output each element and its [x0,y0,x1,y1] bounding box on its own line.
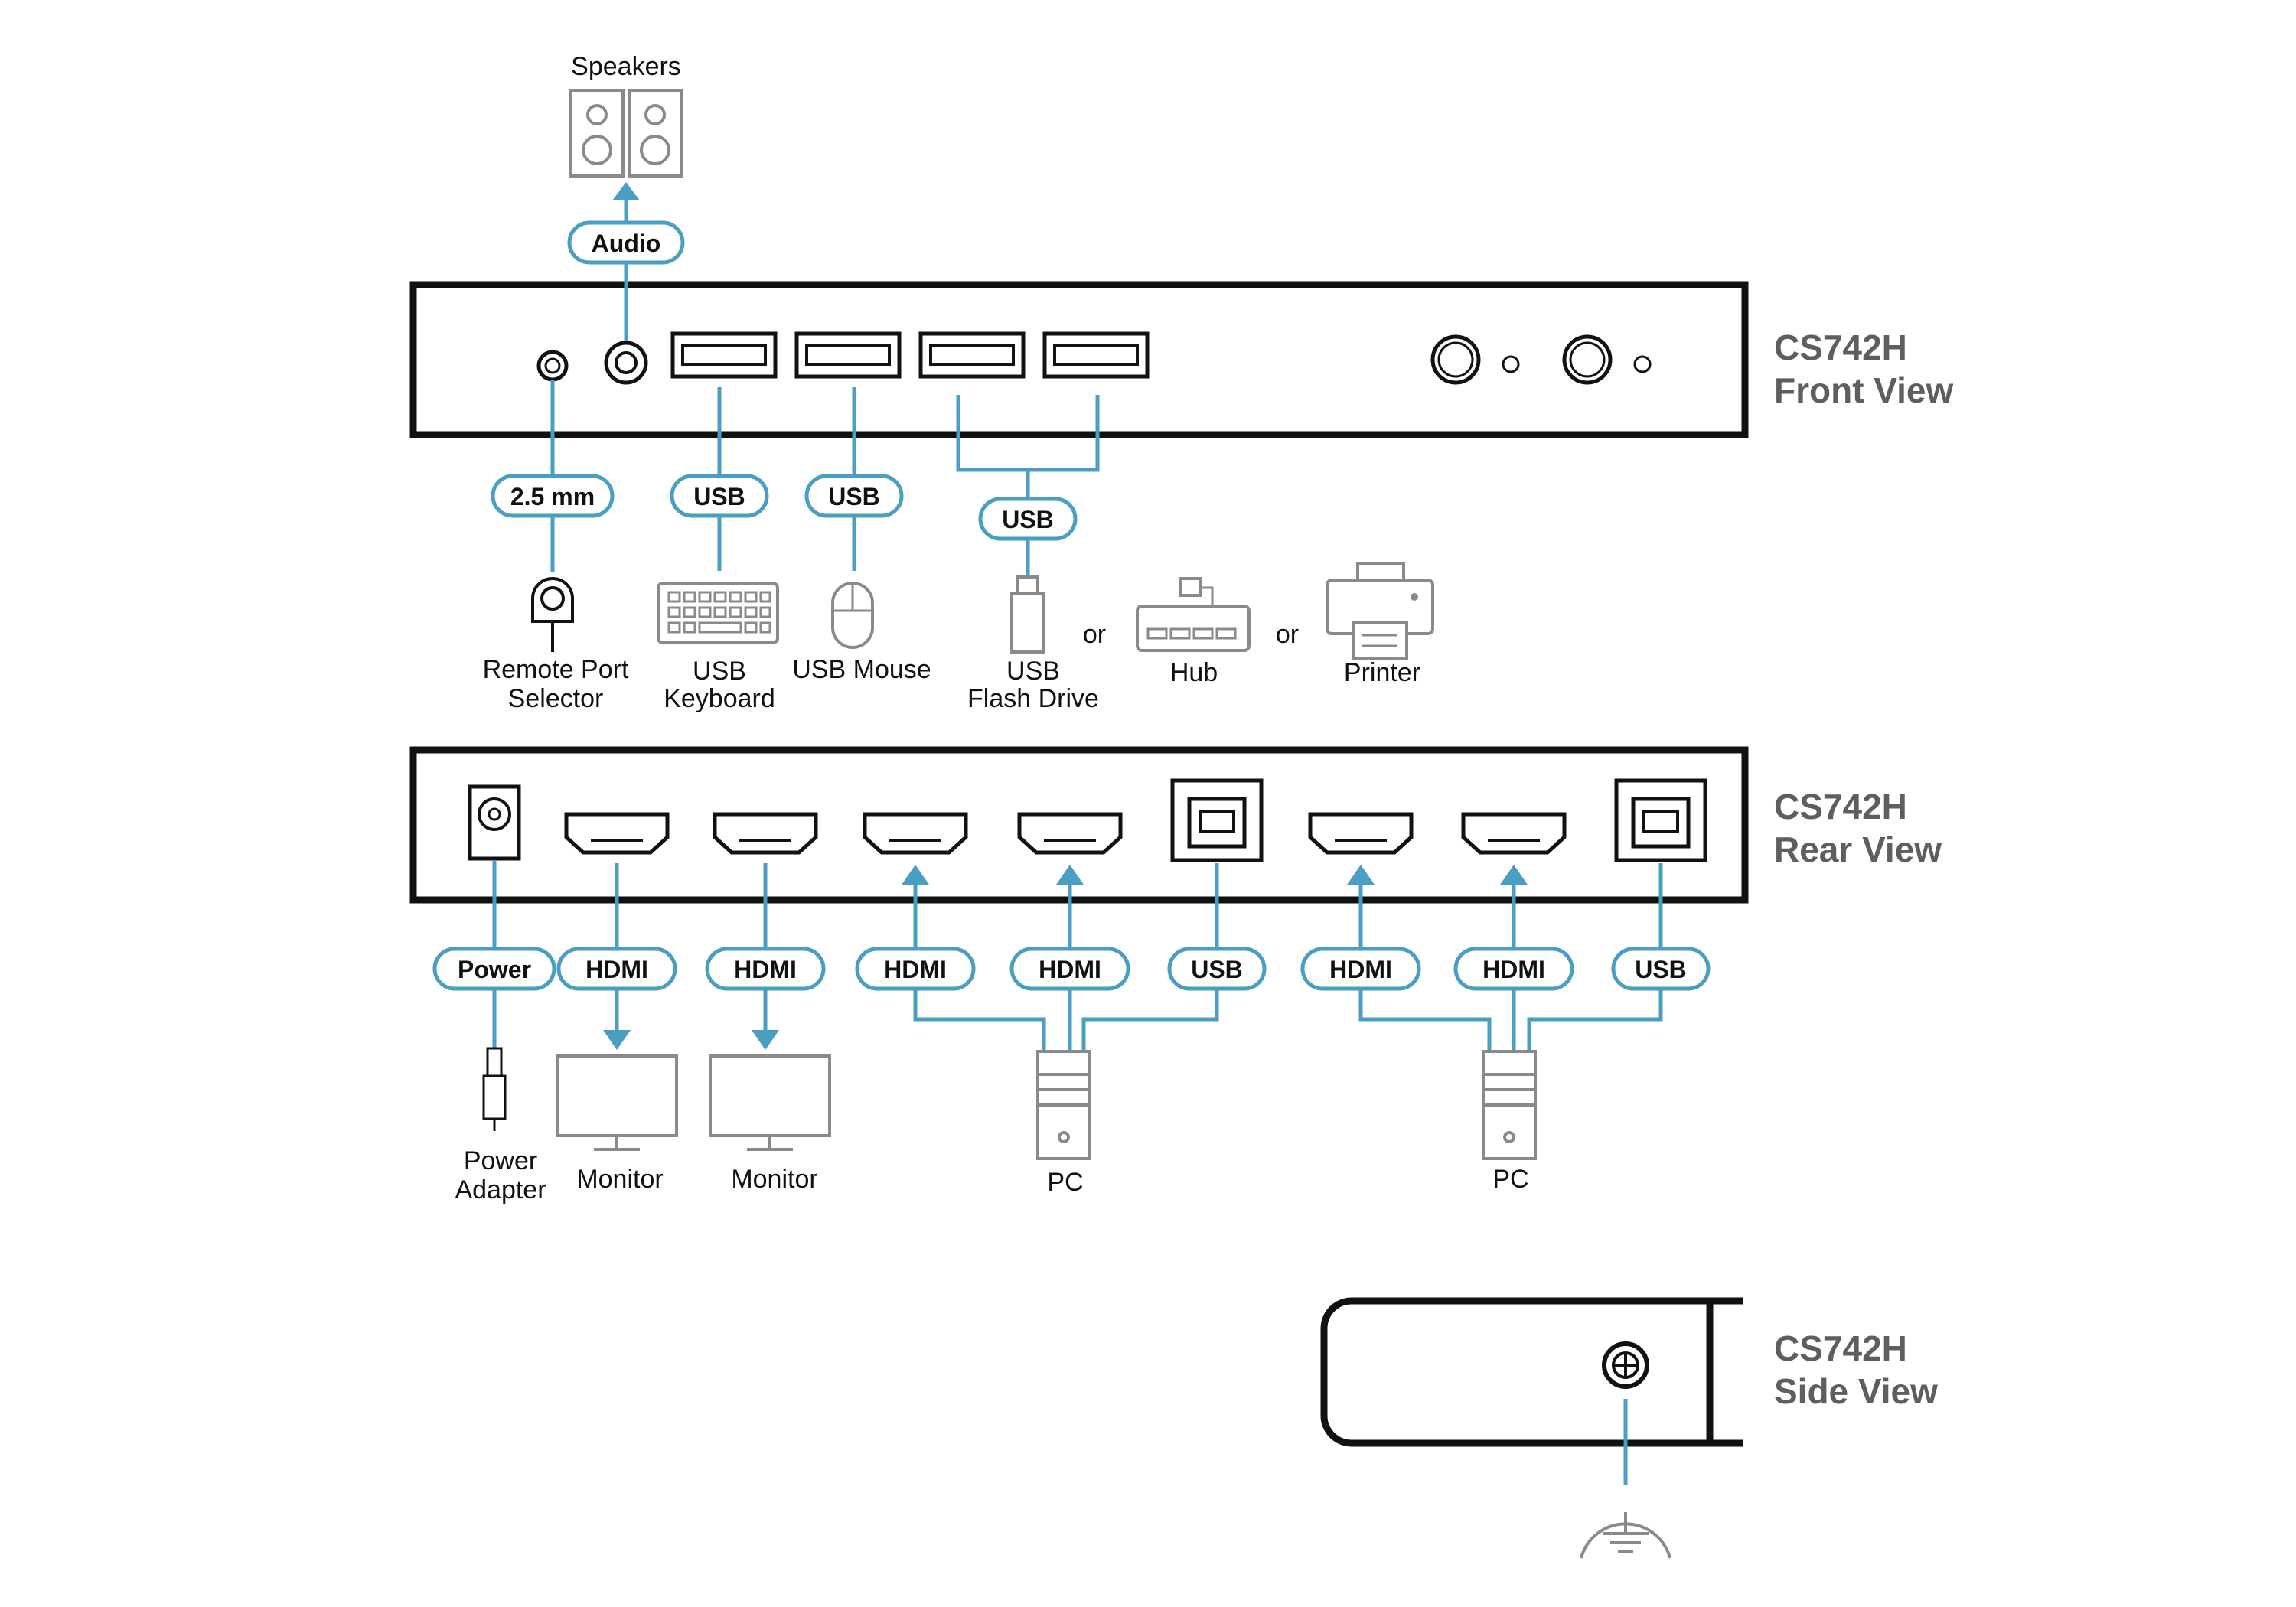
rear-view: Power Power Adapter HDMI Monitor HDMI Mo… [409,746,1942,1204]
speakers-icon [569,89,683,178]
side-view-title-line2: Side View [1774,1371,1938,1411]
pc-1-label: PC [1047,1168,1083,1197]
hdmi-pill-pc2-a-label: HDMI [1329,956,1392,983]
monitor-1-label: Monitor [576,1165,663,1194]
usb-port-peripheral-2 [1045,334,1147,376]
port-led-1 [1502,355,1520,373]
usb-flash-drive-icon [1010,575,1045,654]
usb-port-keyboard [673,334,775,376]
remote-pill [491,474,615,518]
monitor-icon-1 [556,1054,678,1151]
power-pill [432,947,556,991]
hdmi-pill-pc2-b [1453,947,1574,991]
port-led-2 [1633,355,1652,373]
usb-b-port-pc2 [1616,781,1705,860]
rear-view-title-line1: CS742H [1774,787,1907,826]
usb-pill-pc1 [1167,947,1267,991]
hdmi-pill-pc1-b [1009,947,1130,991]
hdmi-pill-pc1-a [855,947,976,991]
rear-view-title-line2: Rear View [1774,830,1942,869]
hub-label: Hub [1170,658,1218,687]
printer-icon [1326,562,1434,660]
front-view-title-line2: Front View [1774,370,1954,410]
side-view: CS742H Side View [1320,1297,1938,1559]
pc-2-label: PC [1492,1165,1528,1194]
power-adapter-label-line2: Adapter [455,1175,546,1204]
hdmi-pill-pc1-a-label: HDMI [884,956,947,983]
keyboard-label-line1: USB [693,657,746,686]
keyboard-label-line2: Keyboard [664,684,775,713]
hub-icon [1136,577,1251,652]
usb-port-mouse [797,334,899,376]
hdmi-port-pc2-b [1463,814,1564,852]
hdmi-pill-monitor-1 [556,947,677,991]
hdmi-pill-monitor-2-label: HDMI [734,956,797,983]
speakers-label: Speakers [571,52,681,81]
remote-label-line2: Selector [508,684,604,713]
usb-b-port-pc1 [1172,781,1261,860]
hdmi-pill-monitor-1-label: HDMI [585,956,648,983]
flash-drive-label-line2: Flash Drive [967,684,1099,713]
hdmi-port-pc1-a [865,814,966,852]
mouse-label: USB Mouse [792,655,931,684]
monitor-icon-2 [709,1054,831,1151]
power-adapter-icon [482,1047,507,1131]
audio-pill-label: Audio [592,230,661,257]
usb-pill-pc1-label: USB [1191,956,1243,983]
ground-symbol-icon [1580,1512,1671,1559]
or-label-1: or [1083,620,1106,649]
port-select-button-2 [1562,334,1613,385]
hdmi-port-pc2-a [1310,814,1411,852]
front-view-title-line1: CS742H [1774,328,1907,367]
hdmi-port-monitor-1 [566,814,667,852]
pc-icon-2 [1482,1050,1537,1160]
usb-pill-mouse-label: USB [828,483,880,510]
pc-icon-1 [1036,1050,1091,1160]
usb-pill-keyboard [670,474,769,518]
port-select-button-1 [1430,334,1481,385]
or-label-2: or [1276,620,1299,649]
grounding-terminal-icon [1602,1341,1649,1389]
usb-pill-pc2-label: USB [1635,956,1687,983]
hdmi-port-pc1-b [1019,814,1120,852]
hdmi-pill-pc2-b-label: HDMI [1482,956,1545,983]
usb-port-peripheral-1 [921,334,1023,376]
usb-pill-mouse [804,474,904,518]
power-jack [468,784,521,861]
audio-jack [604,341,648,385]
remote-label-line1: Remote Port [483,655,629,684]
audio-arrow [612,182,640,200]
remote-pill-label: 2.5 mm [510,483,595,510]
side-view-title-line1: CS742H [1774,1328,1907,1368]
monitor-2-label: Monitor [731,1165,817,1194]
printer-label: Printer [1344,658,1420,687]
usb-pill-pc2 [1611,947,1711,991]
usb-pill-keyboard-label: USB [693,483,745,510]
hdmi-pill-pc1-b-label: HDMI [1039,956,1101,983]
hdmi-pill-monitor-2 [705,947,826,991]
usb-pill-peripheral [978,497,1078,541]
remote-port-jack [536,350,569,382]
keyboard-icon [657,582,779,644]
power-pill-label: Power [458,956,531,983]
front-view: Speakers Audio 2.5 mm Remote Port Select… [409,52,1954,713]
remote-selector-icon [531,577,574,652]
usb-pill-peripheral-label: USB [1002,506,1054,533]
hdmi-port-monitor-2 [715,814,816,852]
hdmi-pill-pc2-a [1300,947,1421,991]
audio-pill [567,220,685,265]
flash-drive-label-line1: USB [1006,657,1060,686]
power-adapter-label-line1: Power [464,1146,537,1175]
mouse-icon [831,582,874,649]
